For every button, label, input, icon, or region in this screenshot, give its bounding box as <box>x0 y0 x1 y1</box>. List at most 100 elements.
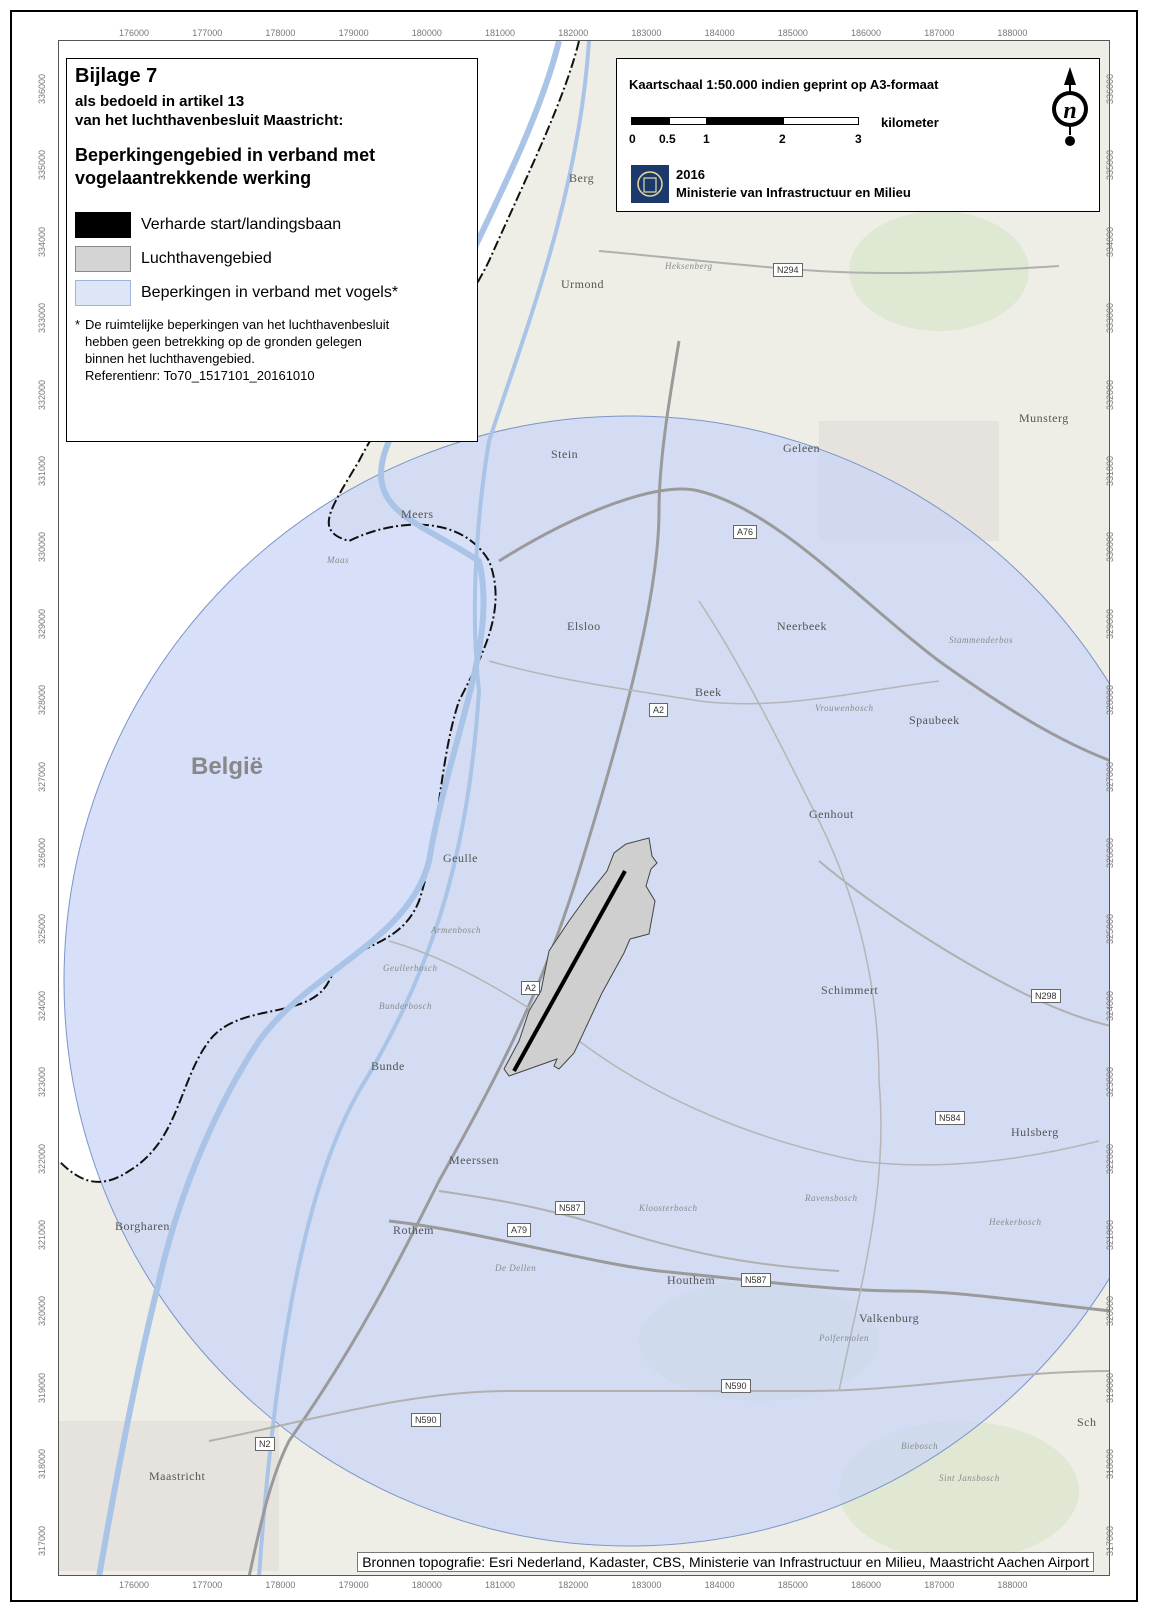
axis-tick-label: 184000 <box>704 28 735 38</box>
place-label: De Dellen <box>495 1263 537 1273</box>
scale-bar-segment <box>707 117 783 125</box>
place-label: Stammenderbos <box>949 635 1013 645</box>
axis-tick-label: 181000 <box>485 1580 516 1590</box>
axis-tick-label: 325000 <box>37 914 47 945</box>
axis-tick-label: 188000 <box>997 28 1028 38</box>
axis-tick-label: 326000 <box>37 837 47 869</box>
axis-tick-label: 187000 <box>924 28 955 38</box>
note-line: binnen het luchthavengebied. <box>85 351 255 366</box>
axis-tick-label: 318000 <box>1105 1449 1115 1480</box>
axis-tick-label: 180000 <box>411 28 442 38</box>
place-label: Maastricht <box>149 1469 206 1483</box>
axis-tick-label: 185000 <box>777 28 808 38</box>
scale-label: 2 <box>779 132 786 146</box>
note-star: * <box>75 317 81 332</box>
axis-tick-label: 185000 <box>777 1580 808 1590</box>
legend-swatch <box>75 280 131 306</box>
legend-note: * De ruimtelijke beperkingen van het luc… <box>75 316 469 384</box>
publication-year: 2016 <box>676 167 705 182</box>
axis-tick-label: 321000 <box>37 1219 47 1251</box>
axis-tick-label: 334000 <box>1105 226 1115 257</box>
place-label: Vrouwenbosch <box>815 703 874 713</box>
road-local <box>698 600 882 1392</box>
road-shield: A76 <box>733 525 758 539</box>
scale-bar-segment <box>783 117 859 125</box>
place-label: Polfermolen <box>819 1333 869 1343</box>
axis-tick-label: 332000 <box>1105 379 1115 410</box>
axis-tick-label: 329000 <box>37 608 47 639</box>
axis-tick-label: 317000 <box>1105 1525 1115 1556</box>
axis-tick-label: 335000 <box>1105 150 1115 181</box>
place-label: Valkenburg <box>859 1311 920 1325</box>
axis-tick-label: 186000 <box>851 1580 882 1590</box>
runway <box>512 870 627 1072</box>
scale-unit: kilometer <box>881 115 939 130</box>
axis-tick-label: 329000 <box>1105 608 1115 639</box>
axis-tick-label: 177000 <box>192 28 223 38</box>
scale-title: Kaartschaal 1:50.000 indien geprint op A… <box>629 77 939 92</box>
legend-heading: Beperkingengebied in verband met <box>75 145 376 165</box>
place-label: Kloosterbosch <box>639 1203 698 1213</box>
axis-tick-label: 333000 <box>1105 303 1115 334</box>
place-label: Sch <box>1077 1415 1097 1429</box>
road-shield: A79 <box>507 1223 532 1237</box>
place-label: Geleen <box>783 441 820 455</box>
place-label: Biebosch <box>901 1441 938 1451</box>
axis-tick-label: 323000 <box>37 1067 47 1098</box>
road-shield: N587 <box>555 1201 585 1215</box>
scale-label: 0.5 <box>659 132 676 146</box>
road-shield: A2 <box>649 703 669 717</box>
axis-tick-label: 182000 <box>558 28 589 38</box>
axis-tick-label: 326000 <box>1105 837 1115 869</box>
place-label: Bunde <box>371 1059 405 1073</box>
place-label: Geullerbosch <box>383 963 438 973</box>
axis-tick-label: 328000 <box>1105 685 1115 716</box>
scale-label: 0 <box>629 132 636 146</box>
road-a76 <box>498 487 1109 762</box>
road-shield: N2 <box>255 1437 275 1451</box>
axis-tick-label: 334000 <box>37 226 47 257</box>
forest-patch <box>849 211 1029 331</box>
axis-tick-label: 319000 <box>1105 1372 1115 1403</box>
axis-tick-label: 177000 <box>192 1580 223 1590</box>
axis-tick-label: 332000 <box>37 379 47 410</box>
place-label: Geulle <box>443 851 478 865</box>
place-label: Meerssen <box>449 1153 499 1167</box>
axis-tick-label: 188000 <box>997 1580 1028 1590</box>
legend-item-airport: Luchthavengebied <box>75 246 469 272</box>
legend-heading: vogelaantrekkende werking <box>75 168 312 188</box>
axis-tick-label: 182000 <box>558 1580 589 1590</box>
legend-box: Bijlage 7 als bedoeld in artikel 13 van … <box>66 58 478 442</box>
axis-tick-label: 178000 <box>265 1580 296 1590</box>
place-label: Genhout <box>809 807 854 821</box>
ministry-crest-icon <box>631 165 669 203</box>
road-shield: N590 <box>411 1413 441 1427</box>
axis-tick-label: 179000 <box>338 1580 369 1590</box>
axis-tick-label: 183000 <box>631 28 662 38</box>
axis-tick-label: 324000 <box>1105 990 1115 1021</box>
axis-tick-label: 333000 <box>37 303 47 334</box>
place-label: Berg <box>569 171 595 185</box>
legend-subtitle: van het luchthavenbesluit Maastricht: <box>75 112 344 129</box>
legend-swatch <box>75 212 131 238</box>
place-label: Munsterg <box>1019 411 1069 425</box>
place-label: Rothem <box>393 1223 434 1237</box>
axis-tick-label: 319000 <box>37 1372 47 1403</box>
place-label: Spaubeek <box>909 713 960 727</box>
place-label: Meers <box>401 507 434 521</box>
place-label: Armenbosch <box>431 925 481 935</box>
note-line: De ruimtelijke beperkingen van het lucht… <box>85 317 390 332</box>
road-n590 <box>208 1370 1109 1442</box>
axis-tick-label: 317000 <box>37 1525 47 1556</box>
place-label: Urmond <box>561 277 604 291</box>
axis-tick-label: 330000 <box>1105 532 1115 563</box>
scale-bar-segment <box>669 117 707 125</box>
place-label: Elsloo <box>567 619 601 633</box>
axis-tick-label: 179000 <box>338 28 369 38</box>
note-line: Referentienr: To70_1517101_20161010 <box>85 368 315 383</box>
road-n294 <box>598 250 1060 275</box>
axis-tick-label: 324000 <box>37 990 47 1021</box>
road-a79 <box>388 1219 1109 1313</box>
road-local <box>488 660 940 705</box>
urban-area <box>59 1421 279 1571</box>
